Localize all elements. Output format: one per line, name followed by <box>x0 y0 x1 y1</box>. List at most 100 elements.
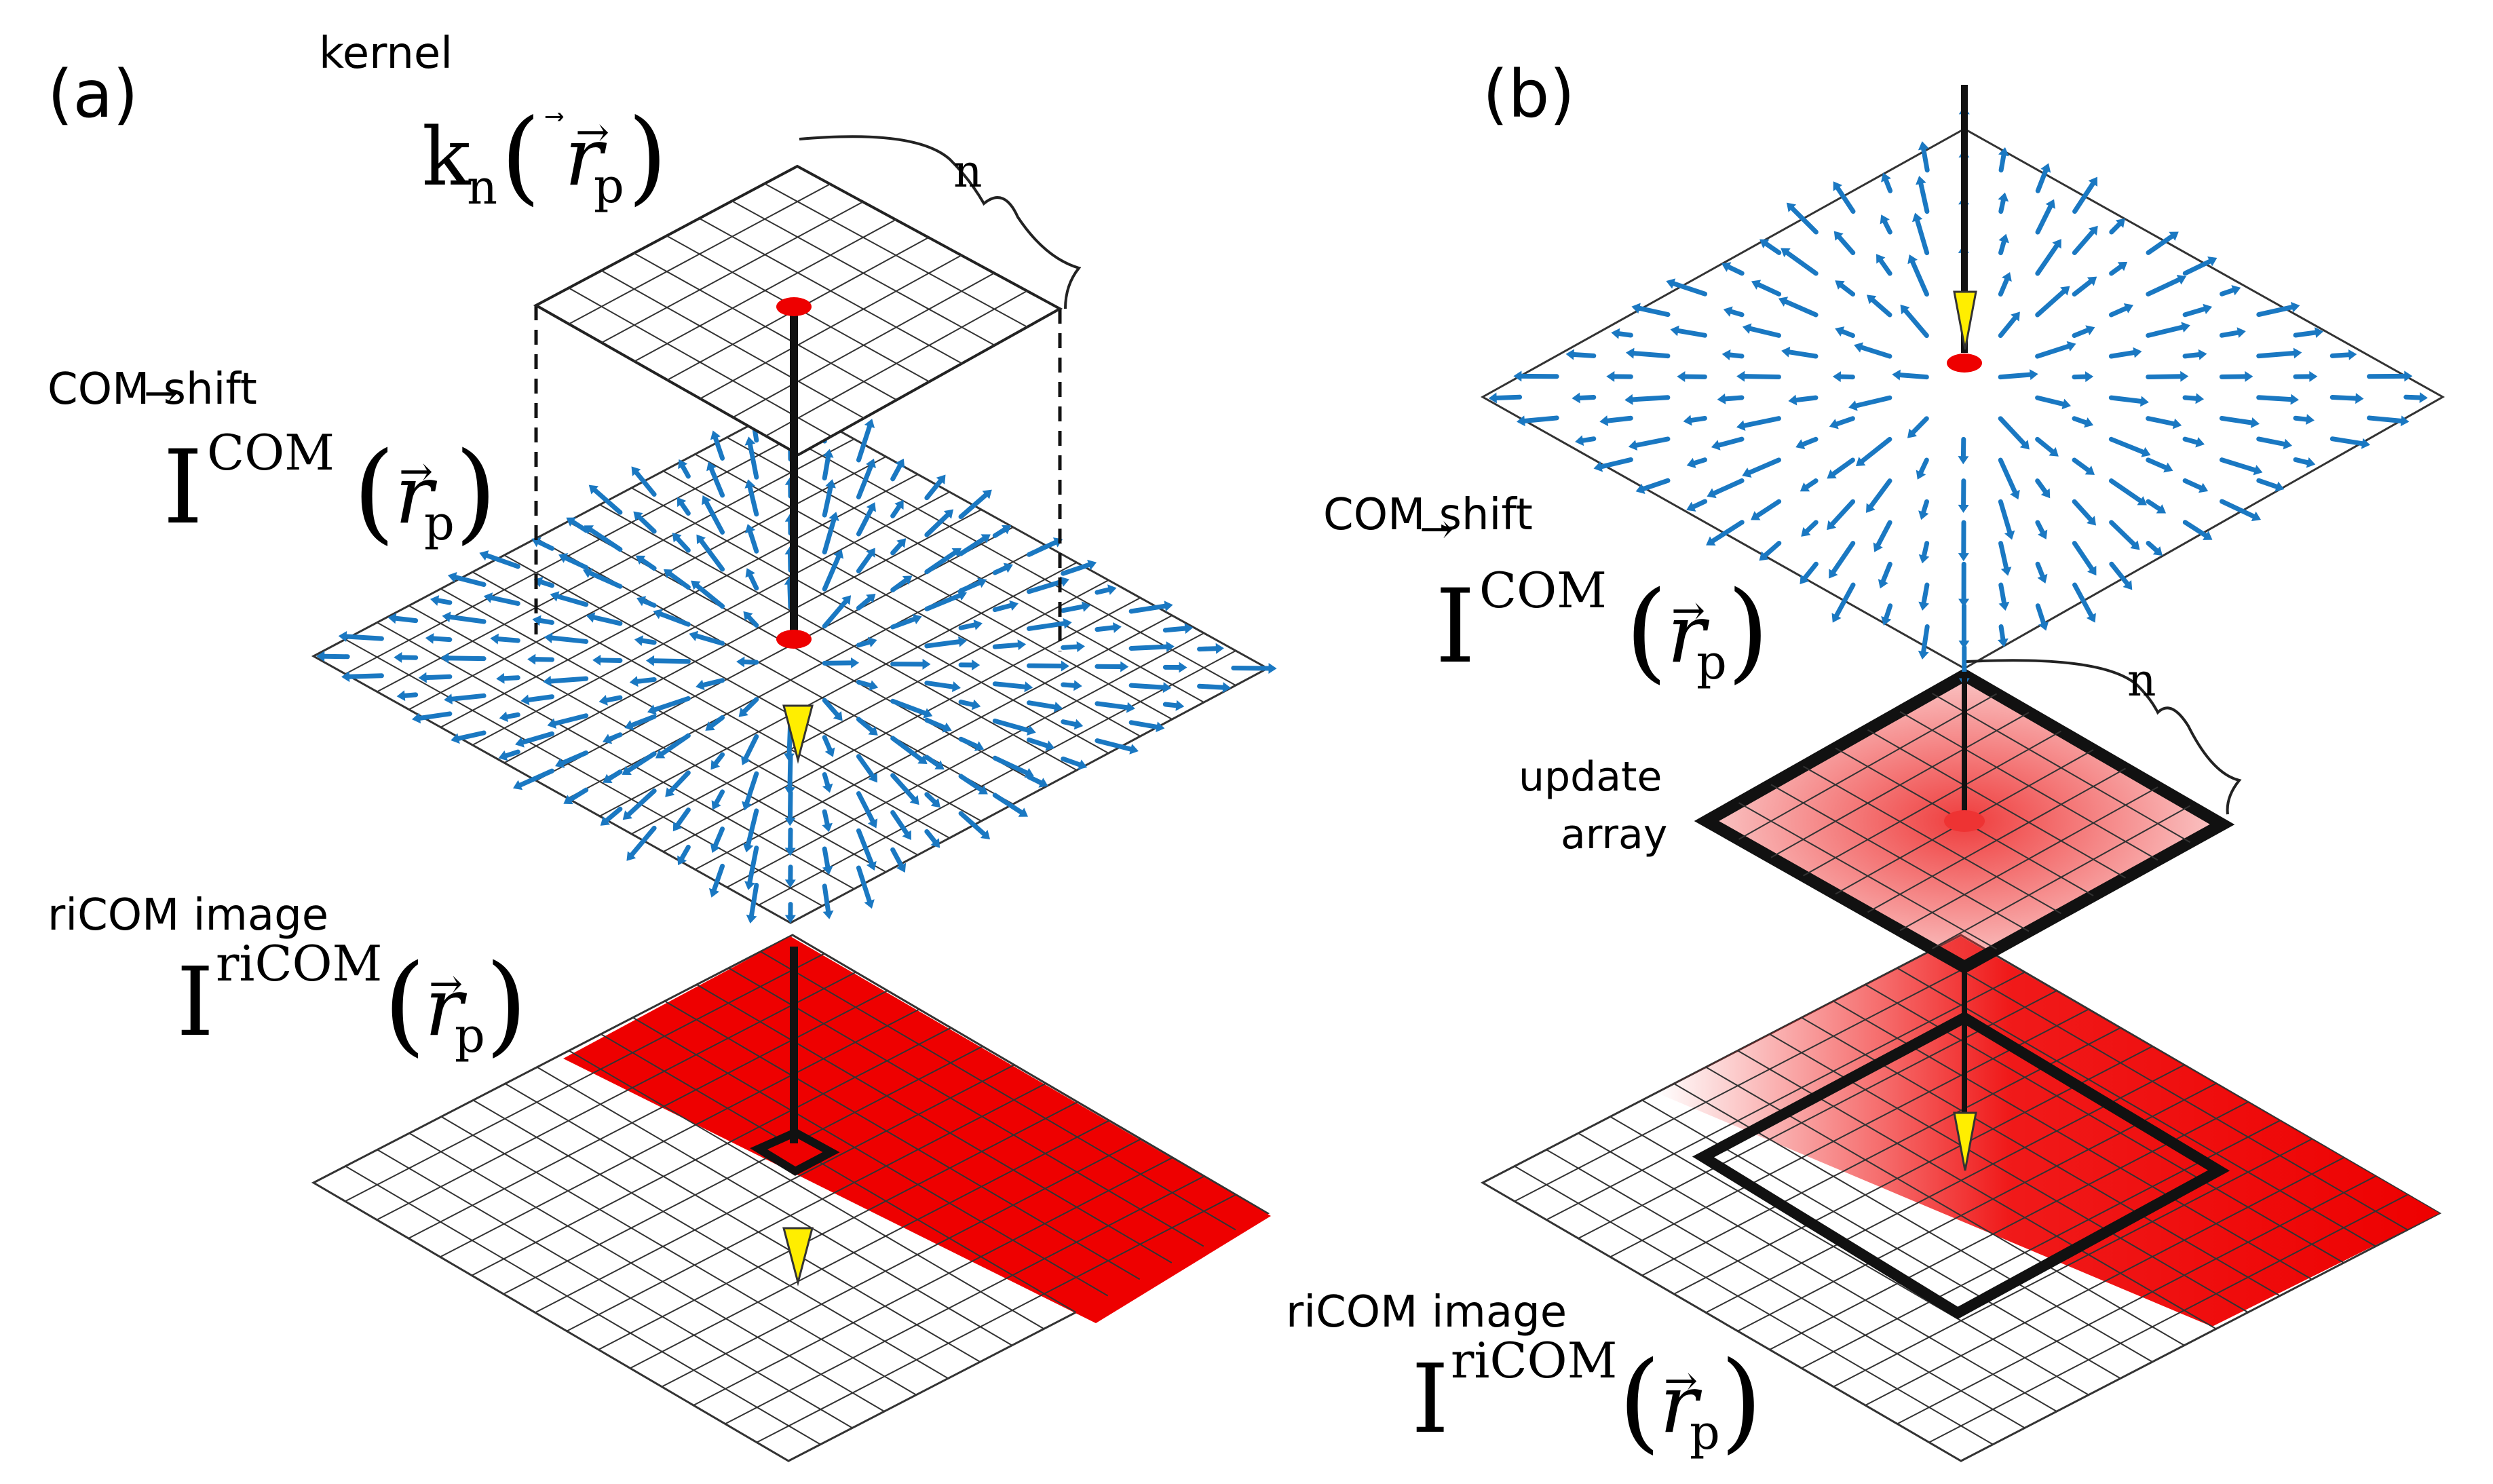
vector-arrow <box>822 735 833 753</box>
vector-arrow <box>992 681 1027 689</box>
vector-arrow <box>822 598 848 629</box>
vector-arrow <box>641 598 657 608</box>
vector-arrow-head <box>895 458 905 469</box>
update-label-line1: update <box>1519 753 1662 801</box>
vector-arrow-head <box>678 459 688 470</box>
vector-arrow-head <box>829 512 839 521</box>
vector-arrow-head <box>710 843 721 854</box>
vector-arrow <box>924 681 955 689</box>
vector-arrow <box>568 787 589 802</box>
vector-arrow-head <box>479 550 489 561</box>
vector-arrow-head <box>977 577 987 588</box>
vector-arrow-head <box>943 509 954 519</box>
vector-arrow <box>344 634 384 641</box>
vector-arrow <box>1580 436 1597 443</box>
vector-arrow-head <box>1686 501 1696 512</box>
vector-arrow <box>1998 372 2033 380</box>
vector-arrow <box>747 845 759 885</box>
svg-text:n: n <box>467 159 497 215</box>
grid-line <box>699 217 963 364</box>
vector-arrow <box>1835 185 1856 214</box>
vector-arrow <box>453 575 487 587</box>
grid-line <box>700 254 962 400</box>
vector-arrow <box>446 655 487 662</box>
vector-arrow <box>322 653 350 660</box>
vector-arrow <box>347 673 384 679</box>
vector-arrow-head <box>2133 347 2142 358</box>
vector-arrow-head <box>1129 744 1139 755</box>
grid-line <box>632 1016 1109 1297</box>
vector-arrow <box>2035 561 2045 579</box>
vector-arrow-head <box>1911 212 1923 223</box>
vector-arrow-head <box>1635 483 1645 494</box>
ricom-b-image-label: riCOM image <box>1286 1287 1567 1337</box>
vector-arrow <box>746 808 759 848</box>
grid-line <box>756 1194 1236 1443</box>
vector-arrow <box>626 751 657 773</box>
vector-arrow-head <box>622 765 632 776</box>
vector-arrow <box>1061 719 1078 727</box>
vector-arrow-head <box>2115 218 2125 228</box>
vector-arrow-head <box>896 538 907 548</box>
vector-arrow <box>675 807 691 827</box>
vector-arrow-head <box>1611 328 1620 339</box>
vector-arrow <box>536 539 554 551</box>
vector-arrow-head <box>702 495 712 506</box>
grid-line <box>377 622 855 890</box>
grid-line <box>764 183 1028 328</box>
vector-arrow <box>1870 297 1892 318</box>
vector-arrow-head <box>498 750 508 761</box>
vector-arrow-head <box>1082 601 1091 612</box>
vector-arrow <box>2256 395 2294 402</box>
vector-arrow <box>1748 326 1782 338</box>
vector-arrow <box>1910 416 1929 435</box>
svg-text:riCOM: riCOM <box>1451 1332 1617 1389</box>
vector-arrow-head <box>2156 504 2167 514</box>
vector-arrow-head <box>784 915 796 924</box>
vector-arrow-head <box>2163 462 2173 473</box>
vector-arrow <box>1522 415 1559 423</box>
vector-arrow <box>1884 178 1893 193</box>
vector-arrow-head <box>2237 327 2246 339</box>
vector-arrow <box>708 466 725 498</box>
vector-arrow-head <box>822 449 834 458</box>
vector-arrow-head <box>1832 371 1842 383</box>
vector-arrow-head <box>1800 482 1810 492</box>
svg-text:I: I <box>1411 1344 1449 1455</box>
com-center-dot <box>776 630 812 649</box>
ricom-band-b <box>1656 936 2439 1327</box>
vector-arrow-head <box>1827 469 1837 479</box>
vector-arrow-head <box>1751 280 1762 290</box>
vector-arrow-head <box>2123 579 2133 590</box>
vector-arrow-head <box>2355 393 2364 404</box>
grid-line <box>345 421 823 675</box>
vector-arrow <box>1630 395 1671 402</box>
vector-arrow-head <box>547 718 557 729</box>
vector-arrow <box>634 470 657 497</box>
svg-text:(: ( <box>501 98 541 216</box>
vector-arrow <box>640 558 657 571</box>
vector-arrow-head <box>1723 306 1733 317</box>
vector-arrow <box>1868 478 1892 509</box>
vector-arrow <box>2072 457 2091 473</box>
vector-arrow-head <box>636 596 647 607</box>
vector-arrow-head <box>645 655 655 666</box>
svg-text:p: p <box>1690 1405 1720 1460</box>
vector-arrow <box>924 717 947 730</box>
com-b-shift-label: COM shift <box>1323 490 1533 540</box>
vector-arrow-head <box>1827 520 1837 531</box>
vector-arrow <box>822 517 837 555</box>
vector-arrow <box>924 593 962 611</box>
vector-arrow-head <box>1517 415 1525 427</box>
vector-arrow-head <box>677 497 687 508</box>
vector-arrow-head <box>602 734 613 744</box>
vector-arrow <box>1128 603 1168 614</box>
vector-arrow-head <box>2010 489 2020 500</box>
vector-arrow <box>1747 457 1782 475</box>
vector-arrow-head <box>1126 702 1135 713</box>
vector-arrow <box>1717 436 1745 448</box>
vector-arrow-head <box>2130 540 2140 550</box>
grid-line <box>694 615 1173 871</box>
vector-arrow-head <box>1162 682 1172 693</box>
vector-arrow <box>1027 579 1064 594</box>
